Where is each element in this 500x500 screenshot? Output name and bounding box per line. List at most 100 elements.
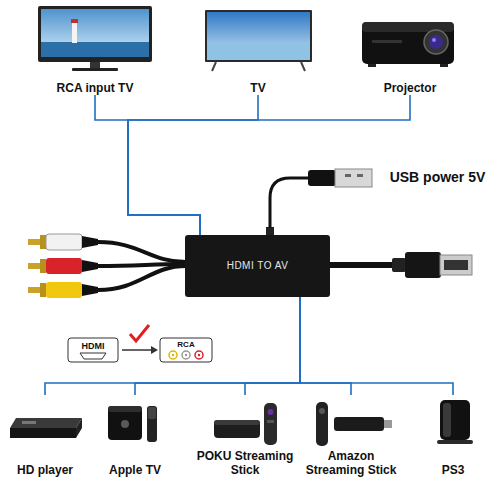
- apple-tv-icon-part: [147, 406, 157, 442]
- device-label: Amazon Streaming Stick: [300, 449, 402, 477]
- rca-cables-part: [98, 266, 186, 290]
- projector-icon: [362, 22, 454, 67]
- device-label: TV: [250, 81, 265, 95]
- usb-cable-part: [308, 170, 336, 186]
- rca-cables-part: [46, 258, 82, 274]
- connector-line: [300, 297, 453, 395]
- amazon-stick-icon: [316, 402, 392, 446]
- hdmi-to-rca-icon-part: [185, 354, 187, 356]
- connector-line: [245, 297, 300, 395]
- projector-icon-part: [440, 64, 448, 67]
- hdmi-to-rca-icon-part: [130, 325, 149, 341]
- rca-cables-part: [40, 235, 46, 249]
- hdmi-to-rca-icon-part: [182, 351, 190, 359]
- rca-cables-part: [28, 287, 42, 293]
- tv-icon-part: [212, 62, 305, 71]
- tv-icon-part: [205, 10, 312, 62]
- projector-icon-part: [429, 35, 443, 49]
- ps3-icon-part: [437, 440, 473, 444]
- hdmi-to-rca-icon-part: [169, 351, 177, 359]
- apple-tv-icon-part: [121, 420, 129, 428]
- hdmi-cable-part: [392, 258, 406, 272]
- hdmi-to-rca-icon-part: [160, 338, 212, 362]
- rca-cables-part: [82, 284, 98, 296]
- connector-line: [128, 95, 410, 235]
- rca-tv-icon: [38, 6, 152, 71]
- rca-tv-icon-part: [38, 6, 152, 62]
- rca-tv-icon-part: [90, 62, 100, 68]
- rca-cables-part: [82, 260, 98, 272]
- poku-icon-part: [264, 403, 277, 445]
- rca-cables: [28, 234, 186, 298]
- source-device: PS3: [410, 395, 496, 477]
- hdmi-cable-part: [444, 260, 468, 270]
- output-device: Projector: [355, 5, 465, 95]
- projector-icon-part: [424, 30, 448, 54]
- device-label: RCA input TV: [57, 81, 134, 95]
- ps3-icon: [437, 400, 473, 444]
- hdmi-cable-part: [440, 255, 472, 275]
- port-label: HDMI: [68, 341, 118, 352]
- device-label: HD player: [17, 463, 73, 477]
- source-device: HD player: [5, 395, 85, 477]
- rca-cables-part: [82, 236, 98, 248]
- rca-cables-part: [98, 242, 186, 262]
- hdmi-cable: [329, 252, 472, 278]
- usb-cable-part: [357, 174, 363, 177]
- rca-tv-icon-part: [41, 42, 149, 57]
- port-label: RCA: [160, 340, 212, 350]
- output-device: RCA input TV: [30, 5, 160, 95]
- rca-cables-part: [28, 263, 42, 269]
- hdmi-to-rca-icon-part: [172, 354, 174, 356]
- rca-tv-icon-part: [41, 9, 149, 57]
- hd-player-icon-part: [10, 428, 76, 438]
- tv-icon: [205, 10, 312, 71]
- projector-icon-part: [432, 38, 436, 42]
- rca-tv-icon-part: [72, 22, 77, 43]
- rca-tv-icon-part: [72, 68, 118, 71]
- poku-icon-part: [214, 420, 260, 438]
- usb-cable-part: [345, 174, 351, 177]
- apple-tv-icon-part: [108, 406, 142, 412]
- hd-player-icon-part: [22, 421, 36, 424]
- rca-cables-part: [40, 283, 46, 297]
- rca-tv-icon-part: [71, 19, 78, 23]
- connector-line: [135, 297, 300, 395]
- amazon-stick-icon-part: [319, 408, 325, 414]
- amazon-stick-icon-part: [334, 417, 384, 431]
- hdmi-cable-part: [329, 262, 395, 268]
- rca-cables-part: [28, 239, 42, 245]
- hd-player-icon-part: [76, 418, 82, 438]
- converter-label: HDMI TO AV: [227, 260, 289, 272]
- hdmi-to-rca-icon-part: [151, 346, 158, 354]
- source-device: Apple TV: [92, 395, 178, 477]
- usb-cable-part: [270, 178, 309, 228]
- rca-cables-part: [46, 234, 82, 250]
- amazon-stick-icon-part: [384, 420, 392, 428]
- device-label: Projector: [384, 81, 437, 95]
- converter-box: HDMI TO AV: [185, 235, 330, 297]
- rca-cables-part: [46, 282, 82, 298]
- connector-line: [128, 95, 258, 235]
- connector-line: [45, 297, 300, 395]
- projector-icon-part: [368, 64, 376, 67]
- hdmi-to-rca-icon-part: [80, 353, 106, 359]
- hdmi-to-rca-icon-part: [68, 338, 118, 362]
- connector-line: [300, 297, 351, 395]
- hdmi-to-rca-icon-part: [198, 354, 200, 356]
- poku-icon-part: [267, 420, 274, 423]
- device-label: PS3: [442, 463, 465, 477]
- tv-icon-part: [207, 12, 310, 60]
- projector-icon-part: [372, 40, 402, 43]
- usb-cable-part: [335, 169, 372, 187]
- power-label: USB power 5V: [380, 169, 495, 185]
- device-label: POKU Streaming Stick: [195, 449, 295, 477]
- hdmi-cable-part: [405, 252, 441, 278]
- hd-player-icon: [10, 418, 82, 438]
- output-device: TV: [203, 5, 313, 95]
- source-device: POKU Streaming Stick: [195, 395, 295, 477]
- tv-icon-part: [207, 44, 310, 60]
- hd-player-icon-part: [10, 418, 82, 428]
- ps3-icon-part: [443, 403, 451, 437]
